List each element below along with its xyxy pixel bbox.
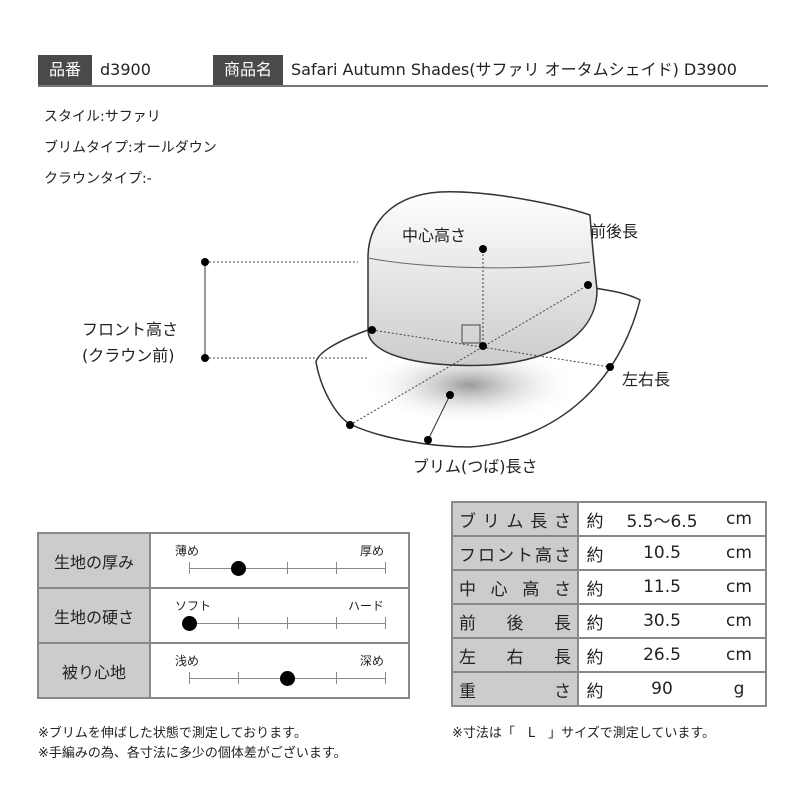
scale-tick [336, 562, 337, 574]
size-value: 30.5 [611, 603, 713, 639]
note-brim: ※ブリムを伸ばした状態で測定しております。 [38, 726, 307, 741]
scale-label: 生地の厚み [37, 532, 151, 589]
size-label: 左右長 [451, 637, 579, 673]
name-label: 商品名 [213, 55, 283, 85]
size-value: 90 [611, 671, 713, 707]
size-prefix: 約 [578, 671, 611, 707]
size-unit: g [713, 671, 767, 707]
scale-tick [336, 617, 337, 629]
crown-type-info: クラウンタイプ:- [44, 171, 152, 187]
scale-track [182, 616, 386, 631]
scale-tick [385, 617, 386, 629]
brim-length-label: ブリム(つば)長さ [413, 457, 538, 476]
product-code: d3900 [100, 60, 151, 79]
scale-tick [287, 617, 288, 629]
size-unit: cm [713, 603, 767, 639]
size-prefix: 約 [578, 603, 611, 639]
size-value: 26.5 [611, 637, 713, 673]
scale-tick [385, 562, 386, 574]
scale-min-label: 浅め [175, 654, 200, 668]
note-handmade: ※手編みの為、各寸法に多少の個体差がございます。 [38, 746, 347, 761]
scale-marker [182, 616, 197, 631]
scale-tick [287, 562, 288, 574]
size-unit: cm [713, 501, 767, 537]
scale-min-label: 薄め [175, 544, 200, 558]
scale-label: 被り心地 [37, 642, 151, 699]
scale-tick [189, 562, 190, 574]
hat-diagram [201, 191, 641, 448]
scale-marker [231, 561, 246, 576]
scale-tick [238, 672, 239, 684]
scale-row: 生地の厚み 薄め 厚め [37, 532, 410, 589]
scale-marker [280, 671, 295, 686]
note-size: ※寸法は「 L 」サイズで測定しています。 [452, 726, 716, 741]
scale-label: 生地の硬さ [37, 587, 151, 644]
left-right-label: 左右長 [622, 370, 671, 389]
size-label: 前後長 [451, 603, 579, 639]
size-prefix: 約 [578, 535, 611, 571]
size-prefix: 約 [578, 637, 611, 673]
size-prefix: 約 [578, 569, 611, 605]
code-label: 品番 [38, 55, 92, 85]
size-label: フロント高さ [451, 535, 579, 571]
size-label: 中心高さ [451, 569, 579, 605]
size-unit: cm [713, 637, 767, 673]
scale-min-label: ソフト [175, 599, 212, 613]
size-prefix: 約 [578, 501, 611, 537]
size-unit: cm [713, 569, 767, 605]
size-value: 5.5～6.5 [611, 501, 713, 537]
center-height-label: 中心高さ [402, 226, 467, 245]
scale-tick [385, 672, 386, 684]
front-back-label: 前後長 [590, 222, 639, 241]
material-scale-table: 生地の厚み 薄め 厚め生地の硬さ ソフト ハード被り心地 浅め 深め [37, 532, 410, 699]
scale-tick [238, 617, 239, 629]
size-value: 10.5 [611, 535, 713, 571]
scale-max-label: 深め [359, 654, 384, 668]
size-unit: cm [713, 535, 767, 571]
product-name: Safari Autumn Shades(サファリ オータムシェイド) D390… [291, 60, 737, 79]
size-label: ブリム長さ [451, 501, 579, 537]
header-divider [38, 85, 768, 87]
size-label: 重さ [451, 671, 579, 707]
style-info: スタイル:サファリ [44, 109, 161, 125]
scale-row: 生地の硬さ ソフト ハード [37, 587, 410, 644]
brim-type-info: ブリムタイプ:オールダウン [44, 140, 217, 156]
front-height-sublabel: (クラウン前) [82, 346, 175, 365]
scale-row: 被り心地 浅め 深め [37, 642, 410, 699]
scale-tick [189, 672, 190, 684]
scale-track [189, 561, 386, 576]
scale-track [189, 671, 386, 686]
size-value: 11.5 [611, 569, 713, 605]
scale-tick [336, 672, 337, 684]
front-height-label: フロント高さ [82, 320, 179, 339]
scale-max-label: 厚め [359, 544, 384, 558]
scale-max-label: ハード [347, 599, 384, 613]
